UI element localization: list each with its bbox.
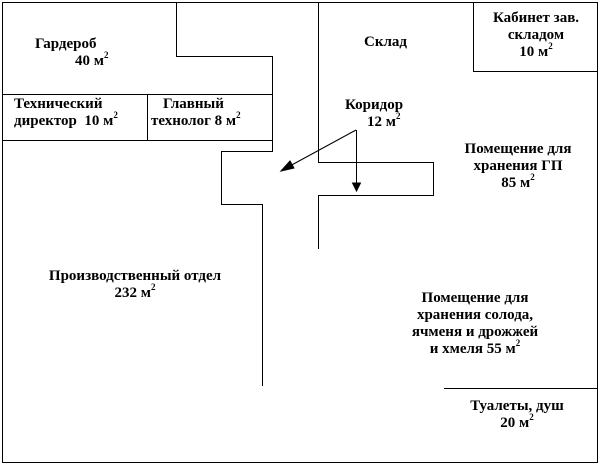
room-name-line: Помещение для [464,141,572,157]
arrow-head [279,160,295,172]
room-label-wardrobe: Гардероб 40 м2 [35,36,108,70]
room-label-tech-director: Технический директор 10 м2 [14,96,118,130]
room-name: Производственный отдел [48,268,222,284]
room-area: технолог 8 м2 [151,110,241,130]
room-area: 232 м2 [114,282,156,302]
room-name: Коридор [345,97,404,113]
room-label-warehouse: Склад [364,34,407,51]
room-label-store-head: Кабинет зав. складом 10 м2 [478,10,594,61]
room-name-line: хранения ГП [473,158,563,174]
room-label-corridor: Коридор 12 м2 [345,97,403,131]
room-name: Склад [364,34,407,50]
room-area: 12 м2 [367,111,401,131]
room-name-line: Технический [14,96,103,112]
room-name-line: складом [507,27,565,43]
room-area: 10 м2 [519,41,553,61]
room-area: 40 м2 [75,50,109,70]
arrow-line [287,129,357,168]
room-label-malt-storage: Помещение для хранения солода, ячменя и … [395,290,555,358]
room-name-line: ячменя и дрожжей [411,324,539,340]
room-area: 20 м2 [500,412,534,432]
room-name-line: хранения солода, [416,307,534,323]
room-label-production: Производственный отдел 232 м2 [30,268,240,302]
room-label-gp-storage: Помещение для хранения ГП 85 м2 [448,141,588,192]
room-name: Гардероб [35,36,97,52]
room-label-toilets: Туалеты, душ 20 м2 [455,398,579,432]
room-area: 85 м2 [501,172,535,192]
room-name-line: Кабинет зав. [492,10,580,26]
room-area: и хмеля 55 м2 [429,338,521,358]
room-area: директор 10 м2 [14,110,118,130]
room-name-line: Главный [163,96,224,112]
room-label-chief-technologist: Главный технолог 8 м2 [151,96,241,130]
room-name-line: Помещение для [421,290,529,306]
arrow-head [351,182,362,193]
room-name: Туалеты, душ [470,398,564,414]
